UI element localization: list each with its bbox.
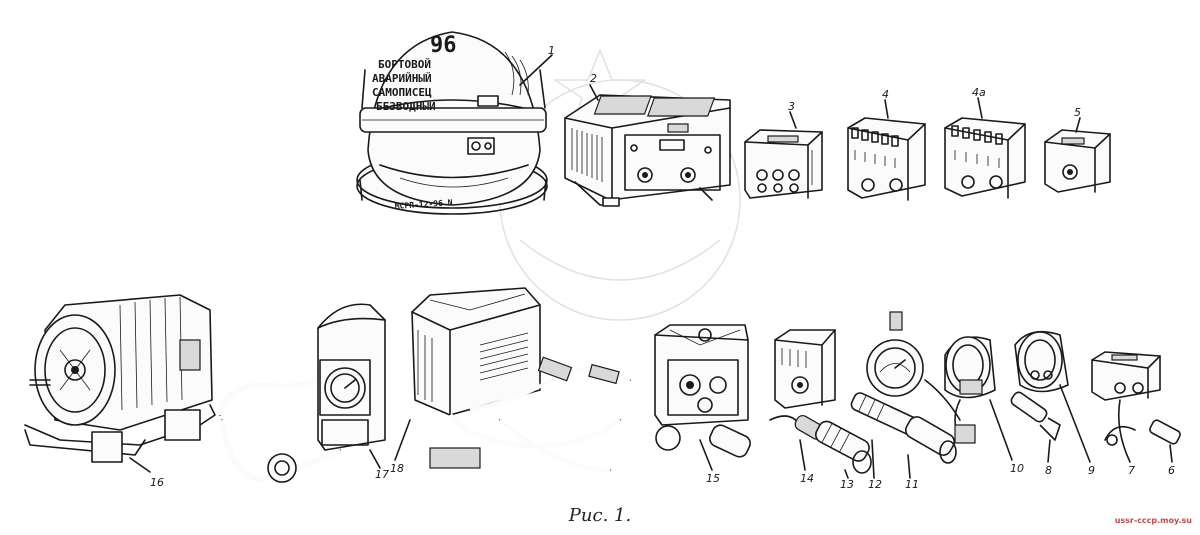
item-17-indicator-with-cable bbox=[217, 303, 386, 484]
item-4a-terminal-block bbox=[944, 97, 1026, 199]
item-9-gauge bbox=[1014, 330, 1091, 463]
item-7-junction-box bbox=[1091, 351, 1161, 463]
site-watermark: ussr-cccp.moy.su bbox=[1114, 516, 1192, 525]
callout-9: 9 bbox=[1088, 464, 1095, 477]
callout-18: 18 bbox=[390, 462, 404, 475]
callout-16: 16 bbox=[150, 476, 164, 489]
callout-1: 1 bbox=[548, 44, 555, 57]
item-8-probe bbox=[1010, 391, 1061, 463]
item-11-plug-connector bbox=[904, 416, 957, 479]
item-18-power-unit-with-harness bbox=[394, 287, 632, 472]
callout-4a: 4а bbox=[972, 86, 986, 99]
recorder-base-stamp: МСРП-12-96 N bbox=[395, 198, 453, 211]
callout-14: 14 bbox=[800, 472, 814, 485]
item-15-connector-box bbox=[654, 324, 751, 471]
callout-17: 17 bbox=[375, 468, 389, 481]
callout-7: 7 bbox=[1128, 464, 1135, 477]
figure-caption: Рис. 1. bbox=[568, 505, 632, 526]
item-10-gauge bbox=[944, 336, 1013, 461]
item-2-recording-unit bbox=[564, 84, 731, 207]
callout-8: 8 bbox=[1045, 464, 1052, 477]
item-5-control-box bbox=[1044, 117, 1111, 193]
callout-2: 2 bbox=[590, 72, 597, 85]
callout-6: 6 bbox=[1168, 464, 1175, 477]
item-13-probe bbox=[815, 420, 872, 479]
callout-10: 10 bbox=[1010, 462, 1024, 475]
callout-13: 13 bbox=[840, 478, 854, 491]
recorder-number: 96 bbox=[430, 33, 457, 58]
recorder-marking-line2: АВАРИЙНЫЙ bbox=[372, 72, 432, 85]
recorder-marking-line4: БЕЗВОДНЫЙ bbox=[376, 100, 436, 113]
callout-4: 4 bbox=[882, 88, 889, 101]
item-16-generator bbox=[24, 294, 216, 473]
item-3-junction-box bbox=[744, 111, 823, 199]
item-6-plug bbox=[1104, 419, 1181, 463]
item-12-gauge-with-probe bbox=[850, 311, 961, 479]
callout-11: 11 bbox=[905, 478, 919, 491]
callout-labels: 1 2 3 4 4а 5 6 7 8 9 10 11 12 13 14 15 1… bbox=[150, 44, 1175, 491]
callout-3: 3 bbox=[788, 100, 795, 113]
callout-15: 15 bbox=[706, 472, 720, 485]
item-1-flight-recorder: 96 БОРТОВОЙ АВАРИЙНЫЙ САМОПИСЕЦ БЕЗВОДНЫ… bbox=[356, 31, 553, 215]
callout-12: 12 bbox=[868, 478, 882, 491]
recorder-marking-line1: БОРТОВОЙ bbox=[378, 58, 431, 71]
callout-5: 5 bbox=[1074, 106, 1081, 119]
recorder-marking-line3: САМОПИСЕЦ bbox=[372, 86, 432, 99]
item-14-sensor-unit bbox=[769, 329, 836, 471]
item-4-terminal-block bbox=[847, 99, 926, 201]
